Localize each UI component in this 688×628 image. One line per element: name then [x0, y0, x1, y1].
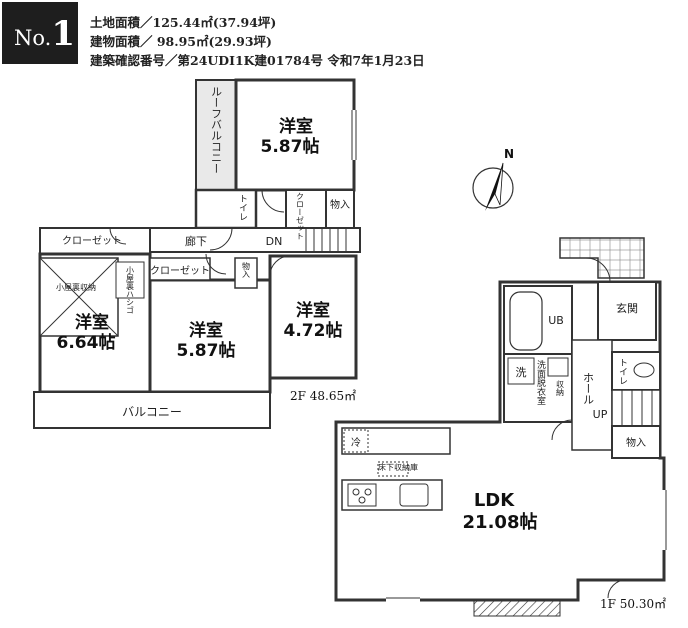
bedroom-upper	[234, 78, 356, 192]
toilet-1f-icon	[633, 362, 655, 378]
sink-icon	[547, 357, 569, 377]
unit-bath-label: UB	[548, 314, 564, 327]
stairs-2f	[305, 228, 347, 252]
floor2-area-label: 2F 48.65㎡	[290, 389, 356, 403]
room-size-east: 4.72帖	[284, 320, 343, 341]
room-size-west: 6.64帖	[57, 332, 116, 353]
permit-text: 建築確認番号／第24UDI1K建01784号 令和7年1月23日	[90, 53, 425, 68]
underfloor-storage-box	[377, 461, 409, 477]
corridor-2f	[149, 227, 361, 253]
room-label-west: 洋室	[75, 312, 109, 333]
second-floor-plan	[33, 78, 361, 429]
room-label-east: 洋室	[296, 300, 330, 321]
wood-deck	[473, 599, 561, 617]
roof-balcony-area	[195, 79, 237, 191]
ldk-size: 21.08帖	[463, 511, 538, 533]
room-size-middle: 5.87帖	[177, 340, 236, 361]
toilet-2f-area	[194, 188, 258, 230]
building-area-text: 建物面積／ 98.95㎡(29.93坪)	[90, 34, 272, 49]
roof-balcony-label: ルーフバルコニー	[210, 86, 223, 174]
balcony-2f	[33, 391, 271, 429]
corridor-2f-label: 廊下	[185, 234, 207, 248]
badge-number: 1	[51, 14, 75, 54]
balcony-2f-label: バルコニー	[122, 405, 182, 419]
closet-small-2f	[285, 189, 327, 229]
floor1-area-label: 1F 50.30㎡	[600, 597, 666, 611]
small-storage-label: 収納	[556, 379, 565, 397]
stairs-1f	[611, 389, 661, 427]
storage-2f-middle	[234, 257, 258, 289]
room-label-middle: 洋室	[189, 320, 223, 341]
toilet-1f-label: トイレ	[617, 358, 628, 385]
closet-middle-2f	[149, 257, 211, 281]
up-label: UP	[593, 408, 608, 421]
storage-1f-label: 物入	[626, 436, 646, 449]
underfloor-storage-label: 床下収納庫	[378, 462, 418, 472]
fridge-label: 冷	[351, 436, 361, 449]
room-size-upper: 5.87帖	[261, 136, 320, 157]
closet-left-2f-label: クローゼット	[62, 235, 122, 247]
washroom-label: 洗面脱衣室	[535, 359, 546, 405]
closet-left-2f	[39, 227, 151, 255]
entrance-box	[597, 281, 657, 341]
north-arrow-icon	[472, 162, 514, 211]
entrance-label: 玄関	[616, 301, 638, 315]
washing-machine-icon	[507, 357, 535, 385]
porch-tiles	[559, 237, 645, 279]
closet-middle-2f-label: クローゼット	[150, 265, 210, 277]
bathtub-icon	[509, 291, 543, 351]
land-area-text: 土地面積／125.44㎡(37.94坪)	[90, 15, 277, 30]
fridge-box	[343, 429, 369, 453]
washer-label: 洗	[516, 366, 527, 379]
attic-ladder-label: 小屋裏ハシゴ	[126, 266, 135, 314]
storage-2f-upper	[325, 189, 355, 229]
first-floor-plan	[334, 237, 667, 617]
toilet-2f-label: トイレ	[237, 194, 248, 221]
closet-small-2f-label: クローゼット	[296, 192, 305, 240]
ldk-label: LDK	[474, 490, 515, 511]
room-label-upper: 洋室	[279, 116, 313, 137]
storage-1f-box	[611, 425, 661, 459]
stairs-2f-label: DN	[266, 235, 283, 248]
kitchen-sink-icon	[399, 483, 429, 507]
attic-storage-label: 小屋裏収納	[56, 282, 96, 292]
hall-label: ホール	[582, 372, 595, 405]
attic-ladder-box	[115, 261, 145, 299]
badge-no-label: No.	[14, 26, 52, 50]
storage-2f-middle-label: 物入	[242, 261, 251, 278]
north-label: N	[504, 147, 514, 161]
plan-number-badge: No.1	[2, 2, 78, 64]
storage-2f-upper-label: 物入	[330, 198, 350, 211]
